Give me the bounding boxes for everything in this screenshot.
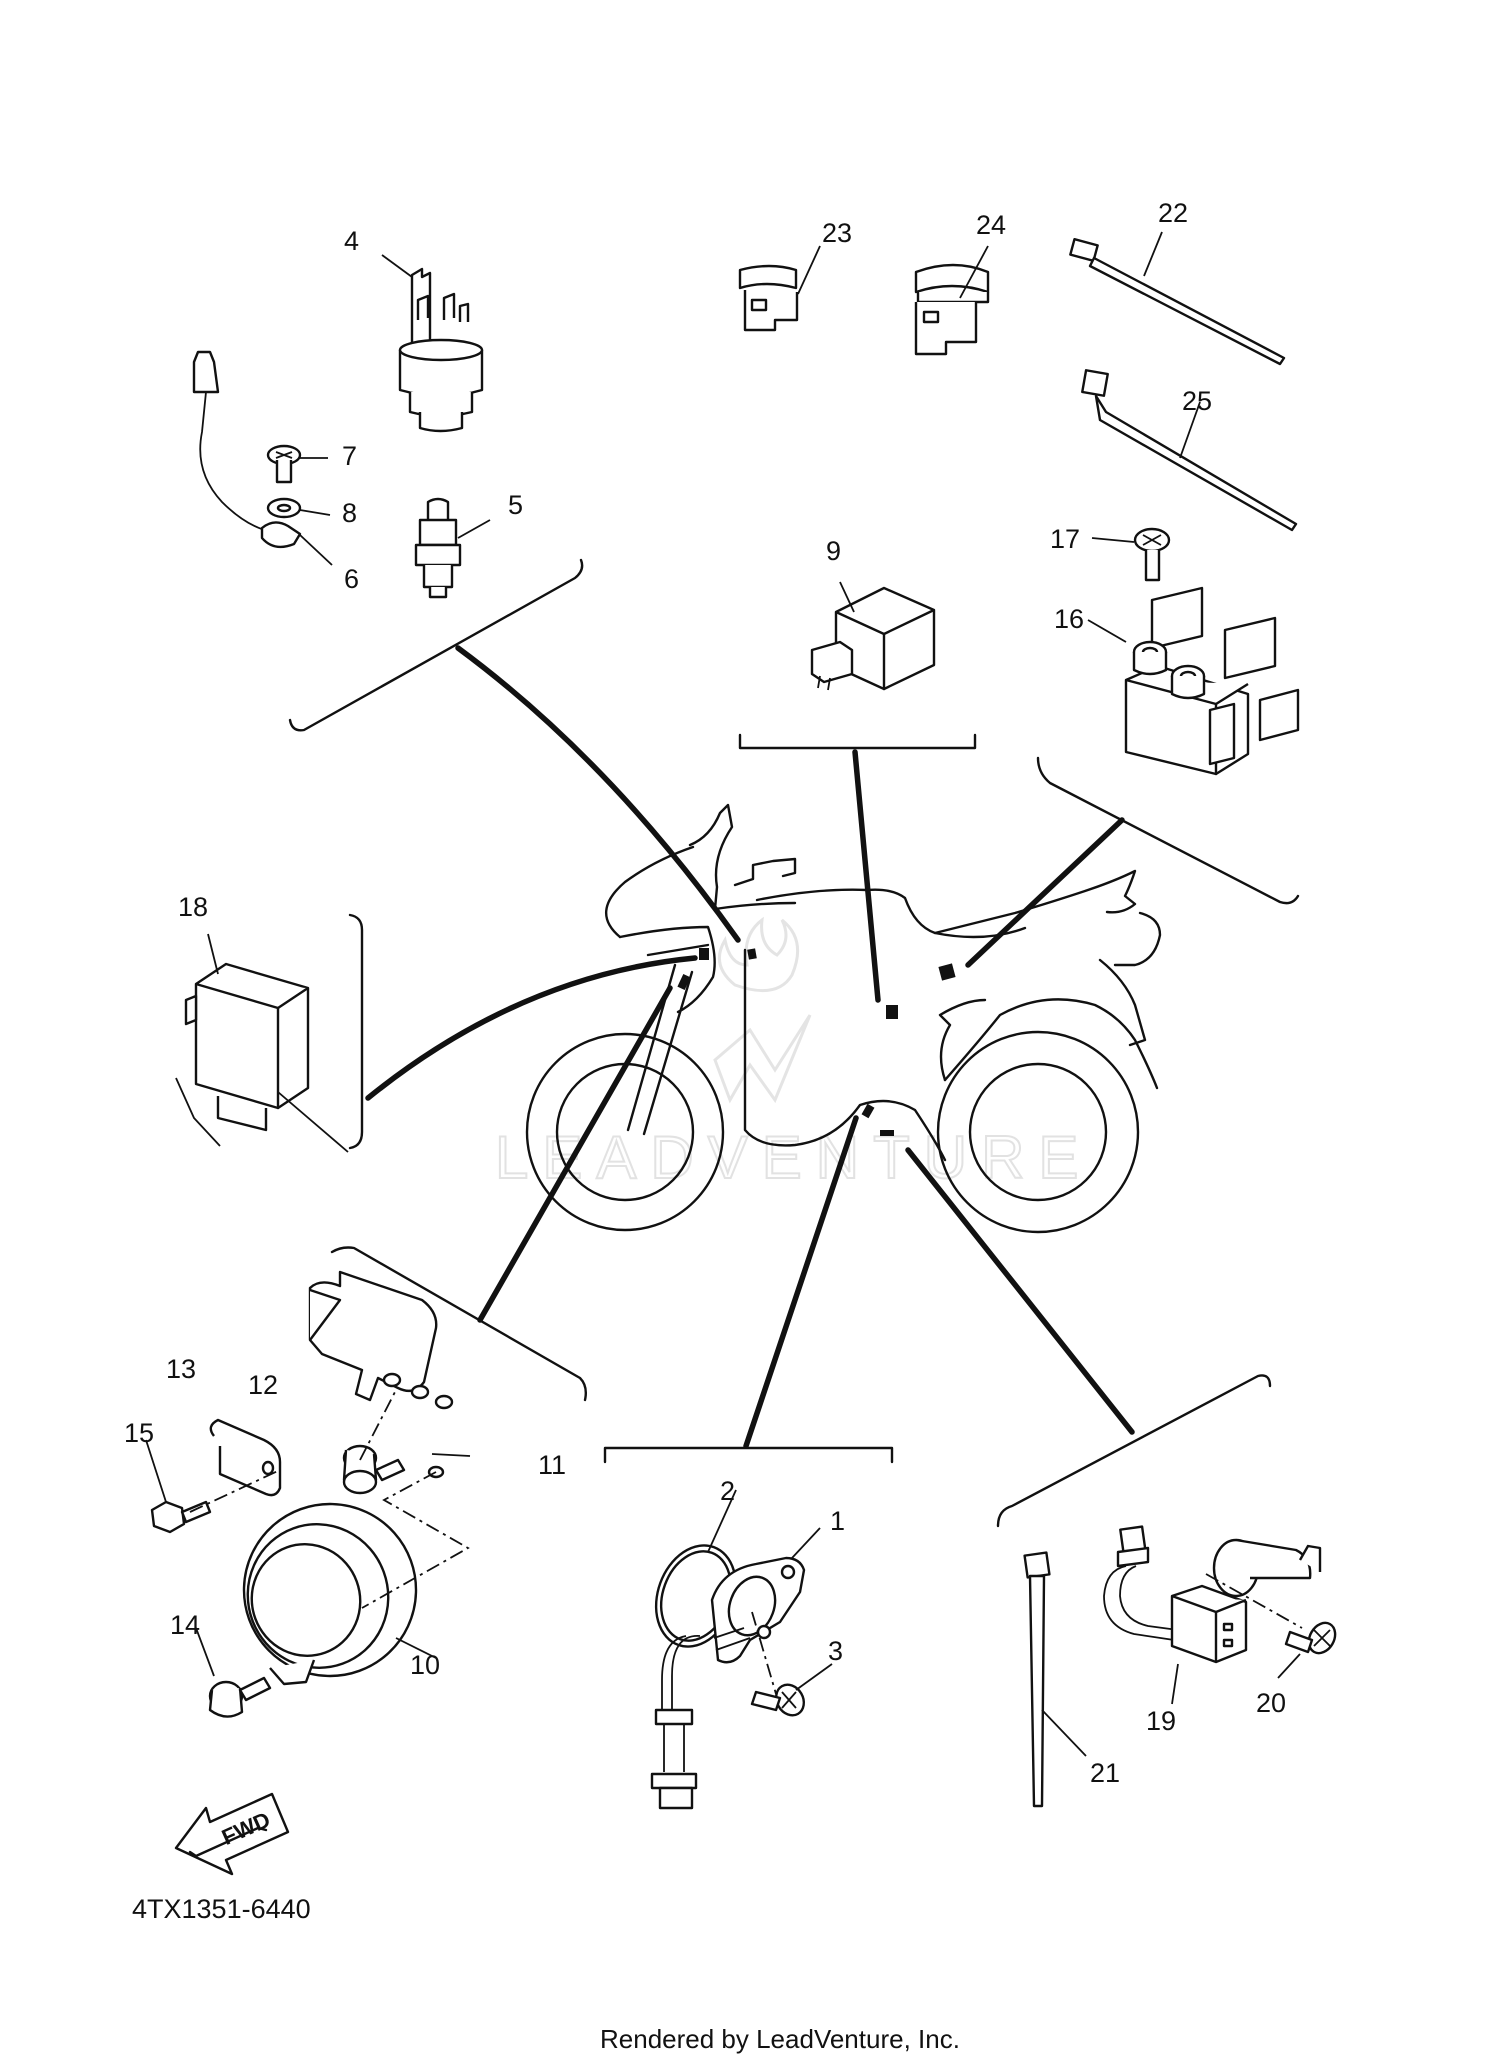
callout-1: 1 <box>830 1506 845 1536</box>
callout-13: 13 <box>166 1354 196 1384</box>
part-18-relay <box>184 933 310 1132</box>
part-24-clamp <box>914 263 990 356</box>
callout-2: 2 <box>720 1476 735 1506</box>
watermark: LEADVENTURE <box>494 916 1092 1192</box>
starter-relay-group <box>1087 527 1300 776</box>
part-16-starter-relay <box>1124 586 1300 776</box>
part-13-bracket <box>209 1418 282 1497</box>
callout-22: 22 <box>1158 198 1188 228</box>
part-code: 4TX1351-6440 <box>132 1894 311 1924</box>
part-1-sensor <box>650 1556 806 1810</box>
part-3-screw <box>750 1683 806 1717</box>
callout-8: 8 <box>342 498 357 528</box>
callout-4: 4 <box>344 226 359 256</box>
part-12-bolt <box>342 1444 406 1495</box>
callouts: 1 2 3 4 5 6 7 8 9 10 11 12 13 14 15 16 1… <box>124 198 1286 1788</box>
part-19-switch <box>1103 1525 1322 1664</box>
leader-lines <box>365 645 1135 1449</box>
callout-21: 21 <box>1090 1758 1120 1788</box>
part-17-screw <box>1133 527 1171 582</box>
callout-20: 20 <box>1256 1688 1286 1718</box>
callout-12: 12 <box>248 1370 278 1400</box>
part-9-relay <box>810 581 936 691</box>
callout-23: 23 <box>822 218 852 248</box>
part-25-cable-tie <box>1081 369 1298 532</box>
callout-14: 14 <box>170 1610 200 1640</box>
leader-group-9 <box>852 749 881 1003</box>
leader-group-18 <box>365 955 698 1101</box>
part-11-bracket <box>308 1270 454 1479</box>
callout-15: 15 <box>124 1418 154 1448</box>
group-brackets <box>288 558 1300 1528</box>
leader-group-10 <box>477 985 673 1323</box>
callout-18: 18 <box>178 892 208 922</box>
horn-group <box>145 1077 471 1718</box>
watermark-logo-mark <box>713 1014 812 1104</box>
clip-group <box>738 231 1298 532</box>
part-15-bolt <box>150 1500 212 1534</box>
callout-6: 6 <box>344 564 359 594</box>
wire-lead <box>192 350 302 549</box>
callout-9: 9 <box>826 536 841 566</box>
watermark-logo <box>717 916 800 993</box>
callout-11: 11 <box>538 1450 566 1480</box>
callout-24: 24 <box>976 210 1006 240</box>
part-23-clamp <box>738 264 799 332</box>
callout-25: 25 <box>1182 386 1212 416</box>
part-21-cable-tie <box>1023 1551 1051 1808</box>
sidestand-switch-group <box>1023 1525 1337 1808</box>
fwd-arrow-icon: FWD <box>174 1792 290 1876</box>
sensor-plate-group <box>650 1489 833 1810</box>
callout-5: 5 <box>508 490 523 520</box>
part-20-screw <box>1284 1621 1337 1655</box>
leader-group-4 <box>455 645 741 943</box>
part-14-bolt <box>208 1676 272 1718</box>
callout-10: 10 <box>410 1650 440 1680</box>
callout-3: 3 <box>828 1636 843 1666</box>
callout-16: 16 <box>1054 604 1084 634</box>
rendered-by-footer: Rendered by LeadVenture, Inc. <box>600 2024 960 2054</box>
part-7-screw <box>266 444 302 484</box>
part-10-horn <box>242 1502 418 1686</box>
leader-group-1 <box>743 1115 859 1449</box>
callout-19: 19 <box>1146 1706 1176 1736</box>
sensor-group <box>192 254 491 599</box>
callout-17: 17 <box>1050 524 1080 554</box>
callout-7: 7 <box>342 441 357 471</box>
watermark-text: LEADVENTURE <box>495 1124 1092 1191</box>
part-5-sender <box>414 497 462 599</box>
leader-group-19 <box>905 1147 1135 1435</box>
leader-group-16 <box>965 817 1125 968</box>
part-22-cable-tie <box>1069 237 1286 366</box>
part-4-thermo-switch <box>398 267 484 433</box>
